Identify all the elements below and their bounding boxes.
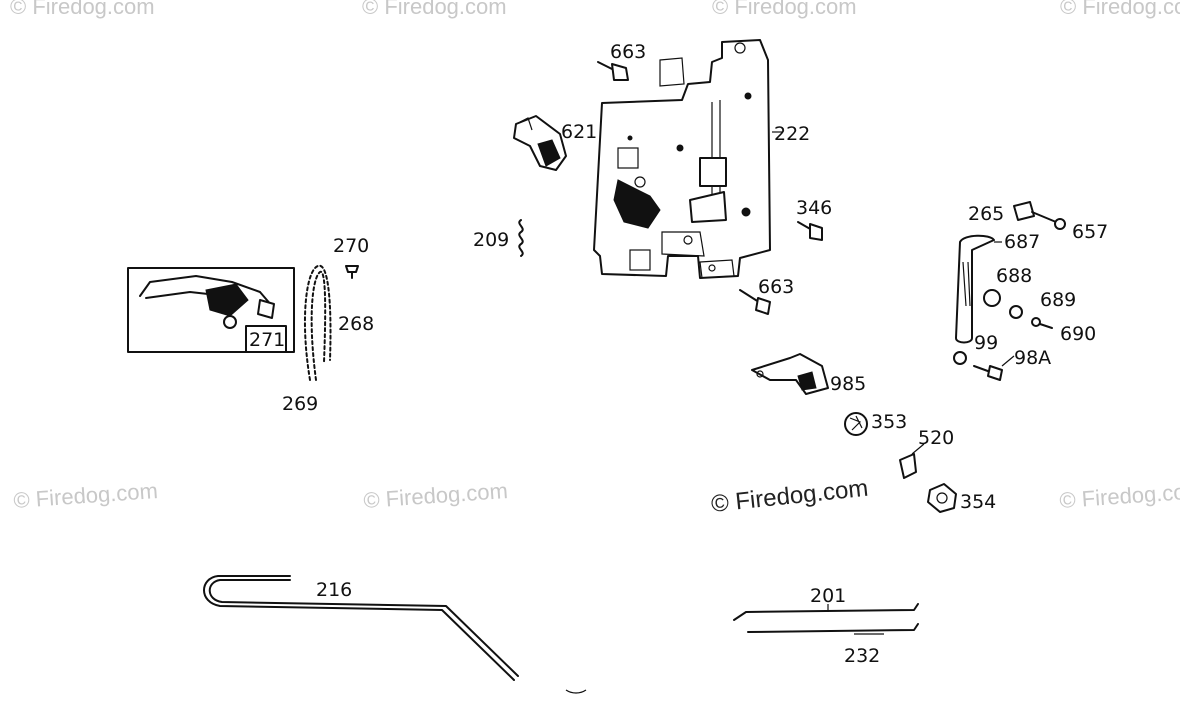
stray-mark <box>565 689 587 694</box>
watermarks: © Firedog.com © Firedog.com © Firedog.co… <box>10 0 1180 518</box>
part-688-bushing: 688 <box>983 265 1032 307</box>
label-209: 209 <box>473 229 509 251</box>
part-520-clip: 520 <box>899 427 954 479</box>
label-269: 269 <box>282 393 318 415</box>
part-209-spring: 209 <box>473 219 524 257</box>
watermark-left: © Firedog.com <box>13 478 159 513</box>
watermark-main: © Firedog.com <box>710 475 870 518</box>
label-689: 689 <box>1040 289 1076 311</box>
label-663-lower: 663 <box>758 276 794 298</box>
part-663-screw-lower: 663 <box>739 276 794 315</box>
watermark-top-4: © Firedog.com <box>1060 0 1180 19</box>
label-985: 985 <box>830 373 866 395</box>
label-265: 265 <box>968 203 1004 225</box>
label-657: 657 <box>1072 221 1108 243</box>
part-663-screw-top: 663 <box>597 41 646 81</box>
label-222: 222 <box>774 123 810 145</box>
part-201-link: 201 <box>733 585 919 621</box>
label-201: 201 <box>810 585 846 607</box>
part-271-decal: 271 <box>127 267 295 353</box>
part-689-690-fasteners: 689 690 <box>1009 289 1096 345</box>
part-985-choke-assembly: 985 <box>751 353 866 395</box>
part-268-269-ball-chain: 268 269 <box>282 264 374 415</box>
label-688: 688 <box>996 265 1032 287</box>
part-354-nut: 354 <box>927 483 996 513</box>
label-270: 270 <box>333 235 369 257</box>
part-270-screw: 270 <box>333 235 369 279</box>
label-98a: 98A <box>1014 347 1051 369</box>
label-271: 271 <box>249 329 285 351</box>
watermark-center: © Firedog.com <box>363 478 509 513</box>
label-99: 99 <box>974 332 998 354</box>
part-346-screw: 346 <box>796 197 832 241</box>
watermark-top-1: © Firedog.com <box>10 0 155 19</box>
label-216: 216 <box>316 579 352 601</box>
part-621-switch: 621 <box>513 115 597 171</box>
label-690: 690 <box>1060 323 1096 345</box>
label-232: 232 <box>844 645 880 667</box>
label-663-top: 663 <box>610 41 646 63</box>
label-520: 520 <box>918 427 954 449</box>
part-687-lever: 687 <box>955 231 1040 344</box>
label-621: 621 <box>561 121 597 143</box>
part-232-link: 232 <box>747 623 919 667</box>
part-99-98a-screws: 99 98A <box>953 332 1051 381</box>
label-353: 353 <box>871 411 907 433</box>
part-222-control-bracket: 222 <box>593 39 810 279</box>
label-354: 354 <box>960 491 996 513</box>
part-216-rod: 216 <box>203 575 519 681</box>
label-346: 346 <box>796 197 832 219</box>
watermark-top-2: © Firedog.com <box>362 0 507 19</box>
part-265-657-fitting: 265 657 <box>968 201 1108 243</box>
label-268: 268 <box>338 313 374 335</box>
label-687: 687 <box>1004 231 1040 253</box>
watermark-top-3: © Firedog.com <box>712 0 857 19</box>
part-353-lockwasher: 353 <box>844 411 907 436</box>
watermark-right: © Firedog.com <box>1059 478 1180 513</box>
